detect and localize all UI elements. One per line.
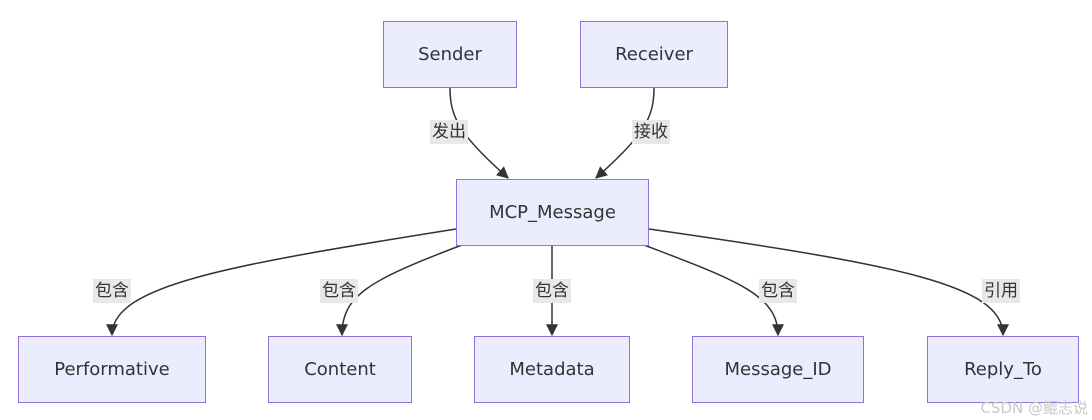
node-reply-to-label: Reply_To [964,359,1042,380]
edge-label-receive: 接收 [632,120,670,144]
node-performative-label: Performative [54,359,170,380]
node-sender: Sender [383,21,517,88]
edge-label-content: 包含 [320,279,358,303]
node-message-id: Message_ID [692,336,864,403]
node-message-id-label: Message_ID [724,359,832,380]
node-receiver: Receiver [580,21,728,88]
edge-label-message-id: 包含 [759,279,797,303]
edge-to-performative [106,228,457,337]
node-performative: Performative [18,336,206,403]
edge-label-metadata: 包含 [533,279,571,303]
node-reply-to: Reply_To [927,336,1079,403]
edge-to-content [336,244,463,337]
edge-label-send: 发出 [430,120,468,144]
edge-to-reply-to [648,228,1009,337]
node-metadata-label: Metadata [509,359,595,380]
node-receiver-label: Receiver [615,44,693,65]
edge-to-message-id [643,244,784,337]
watermark: CSDN @鲲志说 [980,399,1088,417]
node-sender-label: Sender [418,44,482,65]
node-metadata: Metadata [474,336,630,403]
node-mcp-message-label: MCP_Message [489,202,616,223]
node-content-label: Content [304,359,376,380]
edge-label-performative: 包含 [93,279,131,303]
node-content: Content [268,336,412,403]
edge-label-reply-to: 引用 [982,279,1020,303]
node-mcp-message: MCP_Message [456,179,649,246]
